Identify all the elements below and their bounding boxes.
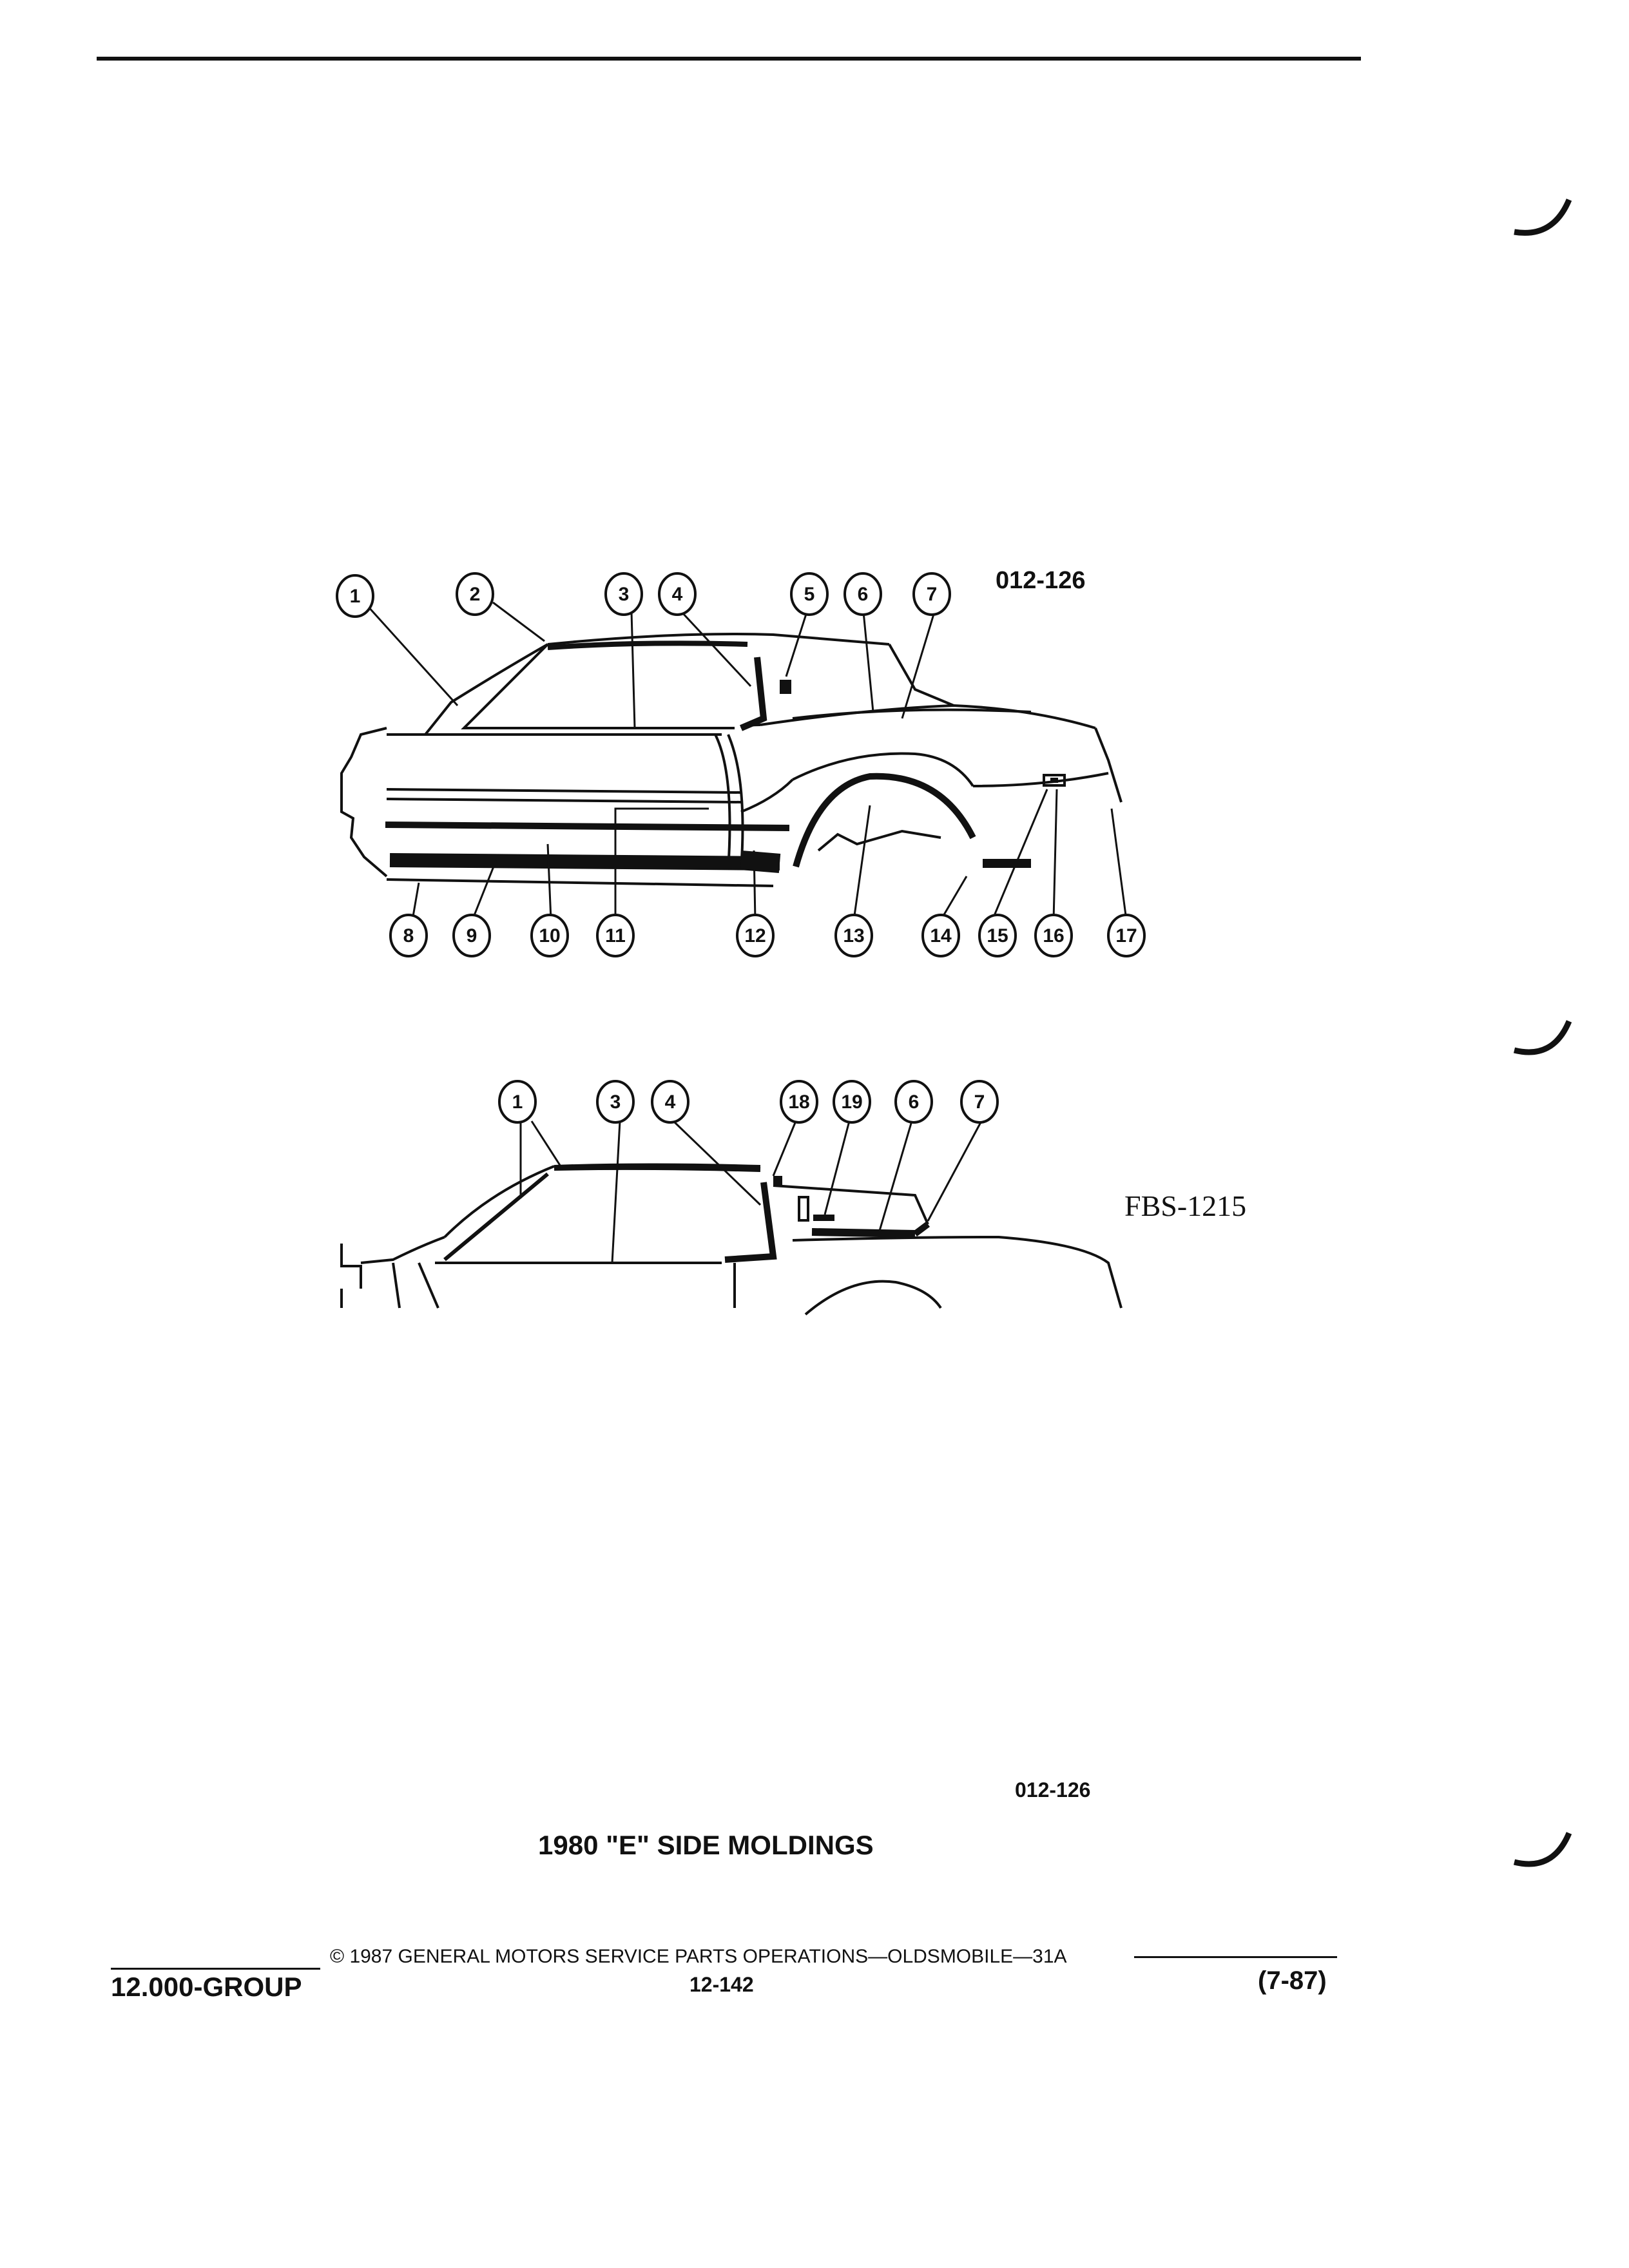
callout-4: 4 <box>672 584 683 605</box>
callout-b2: 3 <box>610 1091 621 1113</box>
diagram-bottom: 1 3 4 18 19 6 7 <box>340 1080 1123 1316</box>
callout-17: 17 <box>1115 925 1137 947</box>
callout-13: 13 <box>843 925 864 947</box>
callout-11: 11 <box>605 925 626 947</box>
callout-6: 6 <box>858 584 869 605</box>
callout-12: 12 <box>744 925 766 947</box>
callout-7: 7 <box>927 584 938 605</box>
callouts-bottom-labels: 1 3 4 18 19 6 7 <box>512 1091 985 1113</box>
figure-title: 1980 "E" SIDE MOLDINGS <box>538 1830 874 1860</box>
binder-mark-2 <box>1513 1020 1572 1055</box>
callout-16: 16 <box>1043 925 1064 947</box>
diagram-top: 1 2 3 4 5 6 7 8 9 10 11 12 13 14 15 16 1… <box>336 572 1146 957</box>
footer-rule-right <box>1134 1956 1337 1958</box>
callout-2: 2 <box>470 584 481 605</box>
callout-b3: 4 <box>665 1091 676 1113</box>
moldings-bottom <box>443 1164 930 1263</box>
callout-b4: 18 <box>788 1091 809 1113</box>
callout-b5: 19 <box>841 1091 862 1113</box>
callouts-top-circles <box>336 572 1146 957</box>
callout-5: 5 <box>804 584 815 605</box>
callout-b7: 7 <box>974 1091 985 1113</box>
callout-14: 14 <box>930 925 952 947</box>
binder-mark-1 <box>1514 198 1572 236</box>
callout-1: 1 <box>350 586 361 607</box>
callout-10: 10 <box>539 925 560 947</box>
callout-9: 9 <box>467 925 477 947</box>
leaders-top <box>366 601 1128 921</box>
figure-code: 012-126 <box>1015 1778 1091 1802</box>
footer-page: 12-142 <box>689 1973 754 1996</box>
footer-rule-left <box>111 1968 320 1970</box>
diagram-bottom-code: FBS-1215 <box>1124 1189 1247 1222</box>
callout-15: 15 <box>987 925 1008 947</box>
callout-8: 8 <box>403 925 414 947</box>
car-body-top <box>340 633 1123 887</box>
footer-group: 12.000-GROUP <box>111 1972 302 2002</box>
footer-date: (7-87) <box>1258 1966 1327 1995</box>
callout-b6: 6 <box>909 1091 920 1113</box>
callout-b1: 1 <box>512 1091 523 1113</box>
car-body-bottom <box>340 1163 1123 1316</box>
top-rule <box>97 57 1361 61</box>
footer-copyright: © 1987 GENERAL MOTORS SERVICE PARTS OPER… <box>330 1946 1067 1967</box>
callouts-top-labels: 1 2 3 4 5 6 7 8 9 10 11 12 13 14 15 16 1… <box>350 584 1137 947</box>
callout-3: 3 <box>619 584 630 605</box>
binder-mark-3 <box>1513 1832 1572 1867</box>
diagram-top-code: 012-126 <box>996 567 1086 594</box>
moldings-top <box>385 640 1066 873</box>
leaders-bottom <box>519 1120 983 1264</box>
callouts-bottom-circles <box>498 1080 999 1124</box>
